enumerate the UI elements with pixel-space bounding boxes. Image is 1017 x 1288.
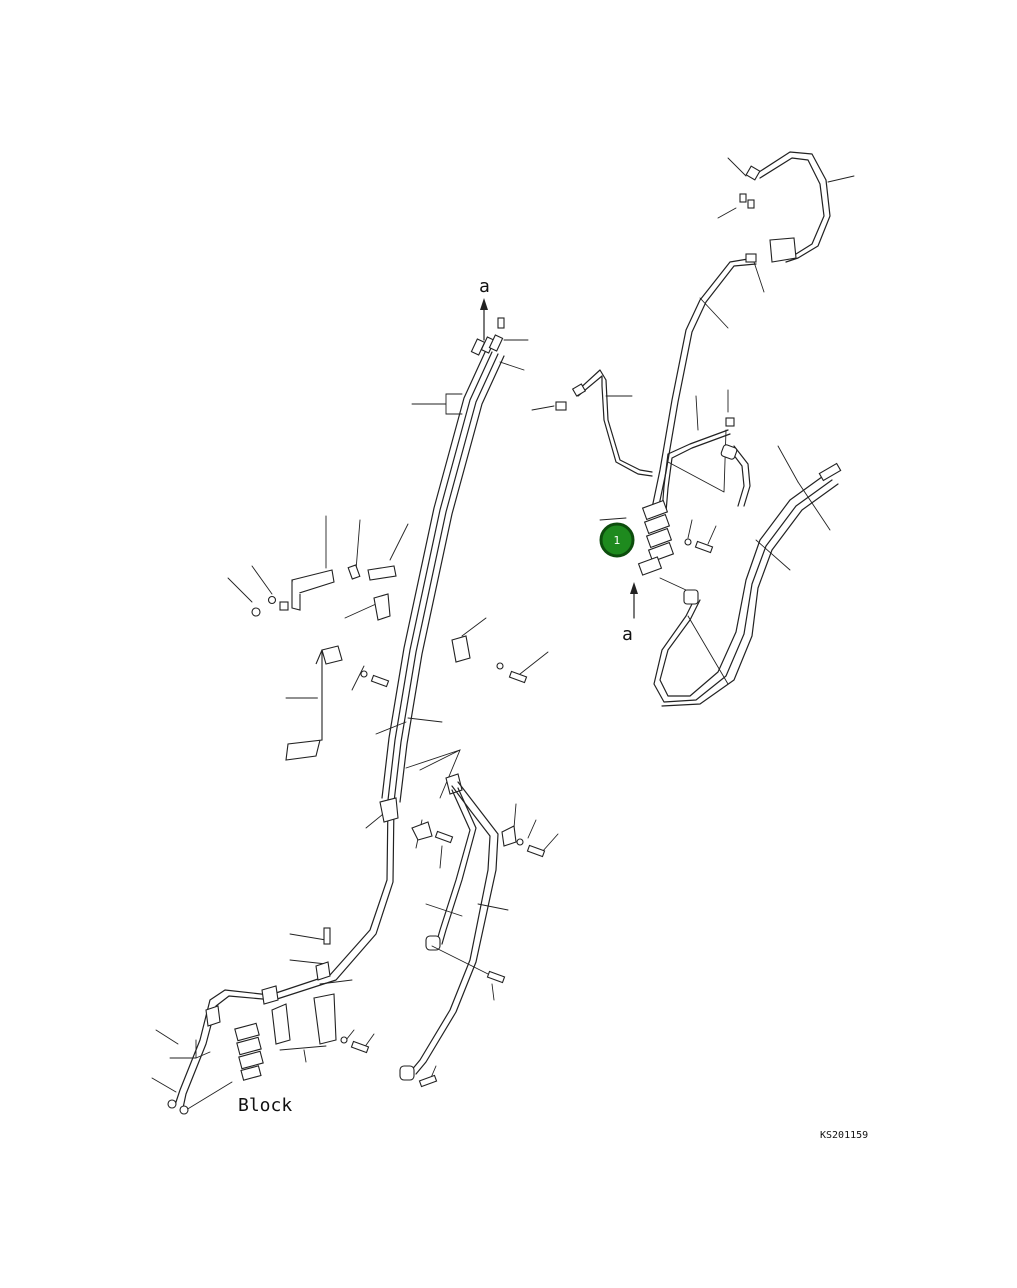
return-pipe <box>399 781 499 1081</box>
view-label-a-bottom: a <box>622 624 633 645</box>
view-label-a-top: a <box>479 276 490 297</box>
fasteners-left <box>251 595 546 1088</box>
right-assembly: a <box>531 151 855 707</box>
callout-badge-circle[interactable] <box>599 522 635 558</box>
block-label: Block <box>238 1095 292 1116</box>
callout-badge-1[interactable]: 1 <box>599 522 635 558</box>
top-fittings <box>470 317 529 371</box>
callout-number: 1 <box>614 534 621 547</box>
drawing-code: KS201159 <box>820 1130 868 1141</box>
leader-lines-left <box>151 393 559 1093</box>
block-valve: Block <box>167 1022 292 1116</box>
main-pipe-bundle <box>174 349 505 1109</box>
view-arrow-top: a <box>479 276 490 341</box>
brackets-left <box>205 564 517 1045</box>
